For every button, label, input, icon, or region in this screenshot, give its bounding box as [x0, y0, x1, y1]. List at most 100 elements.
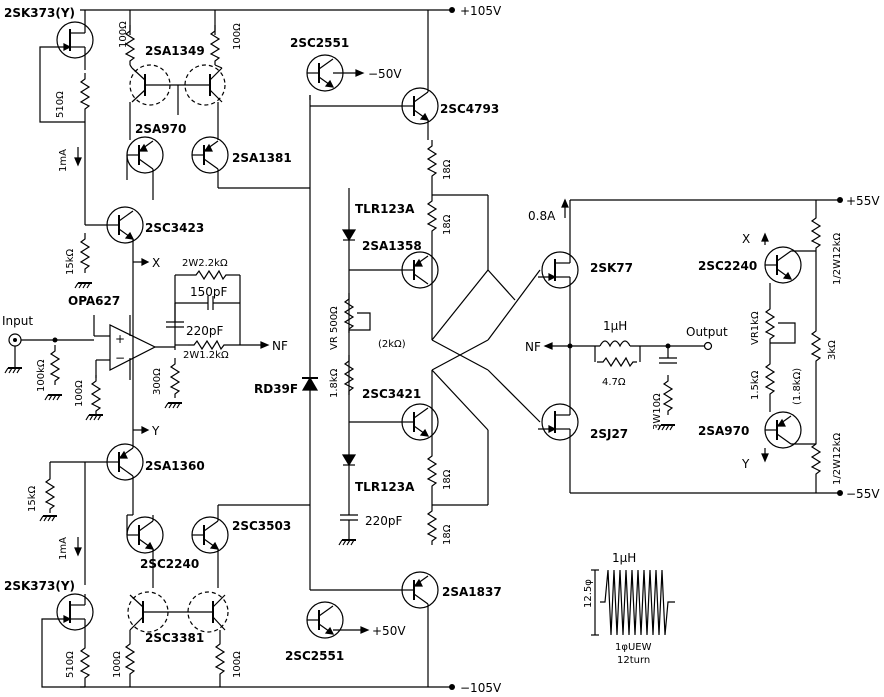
label-vr500-val: (2kΩ) — [378, 339, 406, 350]
label-r100-a: 100Ω — [118, 21, 129, 48]
resistor-300 — [170, 357, 180, 399]
inductor-1uh — [599, 340, 631, 348]
rail-neg55: −55V — [846, 487, 880, 501]
label-2sc2551-a: 2SC2551 — [290, 36, 349, 50]
label-r18-a: 18Ω — [442, 159, 453, 180]
label-i1ma-top: 1mA — [58, 149, 69, 172]
resistor-1-5k — [765, 357, 775, 399]
opamp-opa627 — [109, 324, 157, 371]
node-x-a: X — [152, 256, 160, 270]
label-jfet-bot: 2SK373(Y) — [4, 579, 75, 593]
label-r15k-c: 1.5kΩ — [750, 370, 761, 400]
label-tlr-bot: TLR123A — [355, 480, 415, 494]
node-y-b: Y — [741, 457, 750, 471]
resistor-18-d — [427, 504, 437, 546]
transistor-2sa1837 — [401, 571, 439, 609]
node-output: Output — [686, 325, 728, 339]
rail-pos50: +50V — [372, 624, 406, 638]
resistor-100k — [50, 344, 60, 386]
resistor-510-top — [80, 72, 90, 114]
label-r100k: 100kΩ — [36, 359, 47, 392]
label-c150p: 150pF — [190, 285, 228, 299]
transistor-2sa1360 — [106, 443, 144, 481]
coil-diameter: 12.5φ — [583, 579, 594, 608]
resistor-18-c — [427, 449, 437, 491]
label-c220p-b: 220pF — [365, 514, 403, 528]
label-r3k: 3kΩ — [827, 340, 838, 360]
label-vr1k: VR1kΩ — [750, 311, 761, 345]
label-r15k-a: 15kΩ — [65, 248, 76, 275]
label-2sc3503: 2SC3503 — [232, 519, 291, 533]
label-r100-in: 100Ω — [74, 380, 85, 407]
mosfet-2sk77 — [537, 251, 579, 289]
label-2sa970-a: 2SA970 — [135, 122, 186, 136]
node-x-b: X — [742, 232, 750, 246]
label-2sa1837: 2SA1837 — [442, 585, 502, 599]
label-2sa1349: 2SA1349 — [145, 44, 205, 58]
coil-wire: 1φUEW — [615, 642, 652, 653]
label-2sc4793: 2SC4793 — [440, 102, 499, 116]
led-tlr123a-top — [341, 229, 357, 242]
label-r3w10: 3W10Ω — [652, 393, 663, 430]
label-r300: 300Ω — [152, 368, 163, 395]
transistor-2sc3381-b — [187, 591, 229, 633]
label-2sc2240-a: 2SC2240 — [140, 557, 199, 571]
coil-detail: 1μH 12.5φ 1φUEW 12turn — [583, 551, 675, 666]
label-opa627: OPA627 — [68, 294, 120, 308]
label-i08a: 0.8A — [528, 209, 556, 223]
node-nf-b: NF — [525, 340, 541, 354]
jfet-bot — [52, 593, 94, 631]
resistor-18-b — [427, 194, 437, 236]
label-r18k: 1.8kΩ — [329, 368, 340, 398]
label-r2w12k-b: 1/2W12kΩ — [832, 433, 843, 485]
label-r2w22k: 2W2.2kΩ — [182, 258, 228, 269]
rail-neg50: −50V — [368, 67, 402, 81]
label-r100-c: 100Ω — [112, 651, 123, 678]
transistor-2sc2240-b — [764, 246, 802, 284]
resistor-4-7 — [596, 357, 638, 367]
resistor-15k-a — [80, 232, 90, 274]
label-r15k-b: 15kΩ — [27, 485, 38, 512]
label-r2w12k-a: 1/2W12kΩ — [832, 233, 843, 285]
rail-neg105: −105V — [460, 681, 502, 695]
resistor-3k — [811, 324, 821, 366]
resistor-100-c — [125, 637, 135, 679]
node-input: Input — [2, 314, 33, 328]
label-2sc3381: 2SC3381 — [145, 631, 204, 645]
label-r18-c: 18Ω — [442, 469, 453, 490]
transistor-2sa1381 — [191, 136, 229, 174]
transistor-2sa970-b — [764, 411, 802, 449]
label-2sa1358: 2SA1358 — [362, 239, 422, 253]
svg-text:+: + — [115, 332, 125, 346]
label-2sc2240-b: 2SC2240 — [698, 259, 757, 273]
led-tlr123a-bot — [341, 454, 357, 467]
node-nf-a: NF — [272, 339, 288, 353]
label-2sc2551-b: 2SC2551 — [285, 649, 344, 663]
svg-text:−: − — [115, 351, 125, 365]
label-r18-d: 18Ω — [442, 524, 453, 545]
label-2sk77: 2SK77 — [590, 261, 633, 275]
jfet-top — [52, 21, 94, 59]
label-r100-b: 100Ω — [232, 23, 243, 50]
label-rd39f: RD39F — [254, 382, 298, 396]
label-r47: 4.7Ω — [602, 377, 626, 388]
resistor-100-in — [91, 374, 101, 416]
rail-pos55: +55V — [846, 194, 880, 208]
resistor-3w10 — [663, 374, 673, 416]
transistor-2sc3423 — [106, 206, 144, 244]
transistor-2sc4793 — [401, 87, 439, 125]
transistor-2sc2240-a — [126, 516, 164, 554]
coil-title: 1μH — [612, 551, 636, 565]
mosfet-2sj27 — [537, 403, 579, 441]
label-2sc3421: 2SC3421 — [362, 387, 421, 401]
label-inductor: 1μH — [603, 319, 627, 333]
transistor-2sc3503 — [191, 516, 229, 554]
transistor-2sa970-a — [126, 136, 164, 174]
transistor-2sc2551-b — [306, 601, 344, 639]
resistor-2w22k — [189, 270, 231, 280]
label-r100-d: 100Ω — [232, 651, 243, 678]
label-r2w12k-nf: 2W1.2kΩ — [183, 350, 229, 361]
label-2sj27: 2SJ27 — [590, 427, 628, 441]
label-c220p-a: 220pF — [186, 324, 224, 338]
